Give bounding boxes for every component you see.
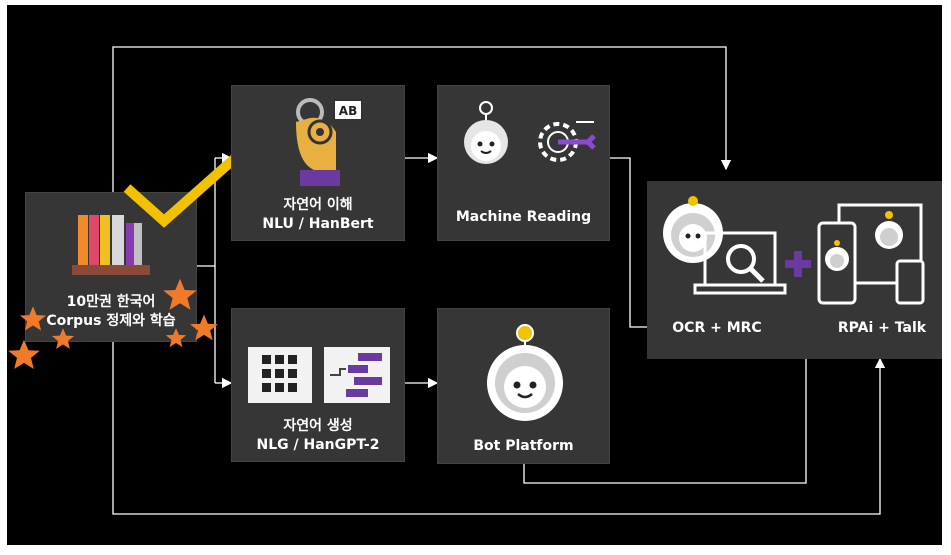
laptop-search-icon (663, 196, 787, 295)
gear-wrench-icon (538, 121, 596, 162)
bars-icon (324, 347, 390, 403)
diagram-canvas: 10만권 한국어 Corpus 정제와 학습 AB (7, 5, 942, 545)
robot-head-icon (487, 324, 563, 421)
corpus-label-line1: 10만권 한국어 (66, 294, 156, 310)
nlu-label-line2: NLU / HanBert (262, 216, 374, 232)
star-icon (19, 306, 47, 331)
nlg-label-line2: NLG / HanGPT-2 (256, 437, 380, 453)
star-icon (190, 314, 218, 341)
arrow-corpus-to-ocr (112, 46, 732, 192)
arrow-corpus-to-rpai (112, 342, 886, 515)
grid-icon (248, 347, 312, 403)
nlg-label-line1: 자연어 생성 (283, 418, 353, 434)
bot-node: Bot Platform (437, 308, 610, 464)
bookshelf-icon (72, 215, 150, 275)
corpus-label-line2: Corpus 정제와 학습 (46, 313, 176, 329)
person-thinking-ab-icon: AB (296, 98, 363, 186)
devices-icon (817, 203, 925, 305)
star-icon (165, 328, 187, 348)
nlu-node: AB 자연어 이해 NLU / HanBert (231, 85, 405, 241)
plus-icon (785, 251, 811, 277)
star-icon (51, 328, 75, 349)
robot-head-icon (464, 101, 508, 164)
checkmark-icon (123, 155, 238, 228)
nlg-node: 자연어 생성 NLG / HanGPT-2 (231, 308, 405, 462)
star-icon (8, 339, 40, 369)
ocr-mrc-label: OCR + MRC (672, 320, 762, 336)
svg-text:AB: AB (339, 104, 357, 118)
bot-label: Bot Platform (473, 438, 574, 454)
output-panel: OCR + MRC RPAi + Talk (647, 181, 942, 359)
nlu-label-line1: 자연어 이해 (283, 197, 353, 213)
rpai-talk-label: RPAi + Talk (837, 320, 927, 336)
mrc-label: Machine Reading (455, 209, 592, 225)
star-icon (163, 278, 197, 310)
mrc-node: Machine Reading (437, 85, 610, 241)
